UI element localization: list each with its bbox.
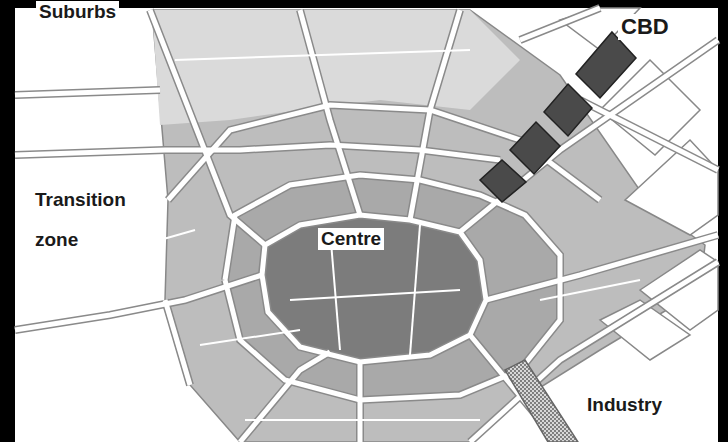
zone-label: Industry: [584, 394, 665, 416]
zone-label: CBD: [618, 14, 672, 40]
zone-label: Suburbs: [36, 1, 119, 23]
zone-label: Transition zone: [32, 180, 156, 260]
zone-label: Centre: [318, 228, 384, 250]
